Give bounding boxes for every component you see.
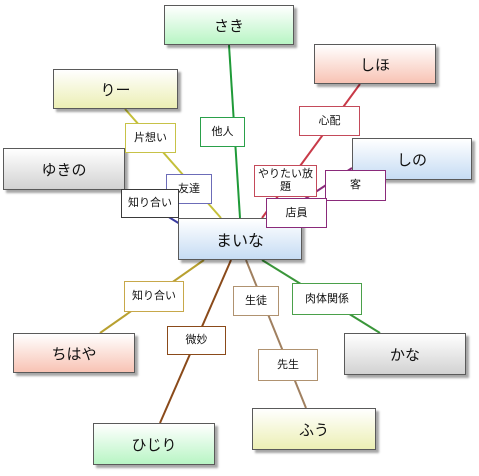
relation-label-maina-chihaya: 知り合い (124, 281, 184, 312)
node-yukino-label: ゆきの (41, 160, 87, 179)
node-maina[interactable]: まいな (178, 218, 302, 260)
node-chihaya-label: ちはや (51, 344, 97, 363)
node-chihaya[interactable]: ちはや (13, 333, 135, 373)
node-maina-label: まいな (215, 231, 264, 250)
relation-label-maina-fuu-2: 先生 (258, 349, 318, 381)
relation-label-maina-kana: 肉体関係 (292, 283, 362, 315)
node-shino-label: しの (396, 150, 427, 169)
relation-label-ri-maina-1: 片想い (125, 123, 176, 153)
node-yukino[interactable]: ゆきの (3, 148, 125, 190)
node-fuu[interactable]: ふう (252, 408, 376, 450)
relation-label-maina-fuu-1: 生徒 (233, 286, 279, 316)
node-ri[interactable]: りー (53, 69, 178, 109)
node-kana-label: かな (389, 345, 420, 364)
node-saki[interactable]: さき (164, 5, 294, 45)
relation-label-shiho-maina-2: やりたい放題 (254, 165, 317, 197)
relation-label-shiho-maina-1: 心配 (299, 106, 360, 136)
node-hijiri-label: ひじり (131, 435, 177, 454)
relation-label-shino-maina-1: 客 (325, 170, 386, 201)
node-kana[interactable]: かな (344, 333, 466, 375)
node-shiho-label: しほ (359, 55, 390, 74)
node-fuu-label: ふう (298, 420, 329, 439)
relation-label-saki-maina: 他人 (200, 117, 245, 147)
node-ri-label: りー (100, 80, 131, 99)
node-hijiri[interactable]: ひじり (93, 423, 215, 465)
node-shiho[interactable]: しほ (314, 44, 436, 84)
relation-label-yukino-maina: 知り合い (121, 189, 179, 218)
node-saki-label: さき (213, 16, 244, 35)
relation-label-shino-maina-2: 店員 (266, 198, 327, 228)
relation-label-maina-hijiri: 微妙 (167, 326, 226, 355)
link-maina-fuu (245, 259, 307, 409)
